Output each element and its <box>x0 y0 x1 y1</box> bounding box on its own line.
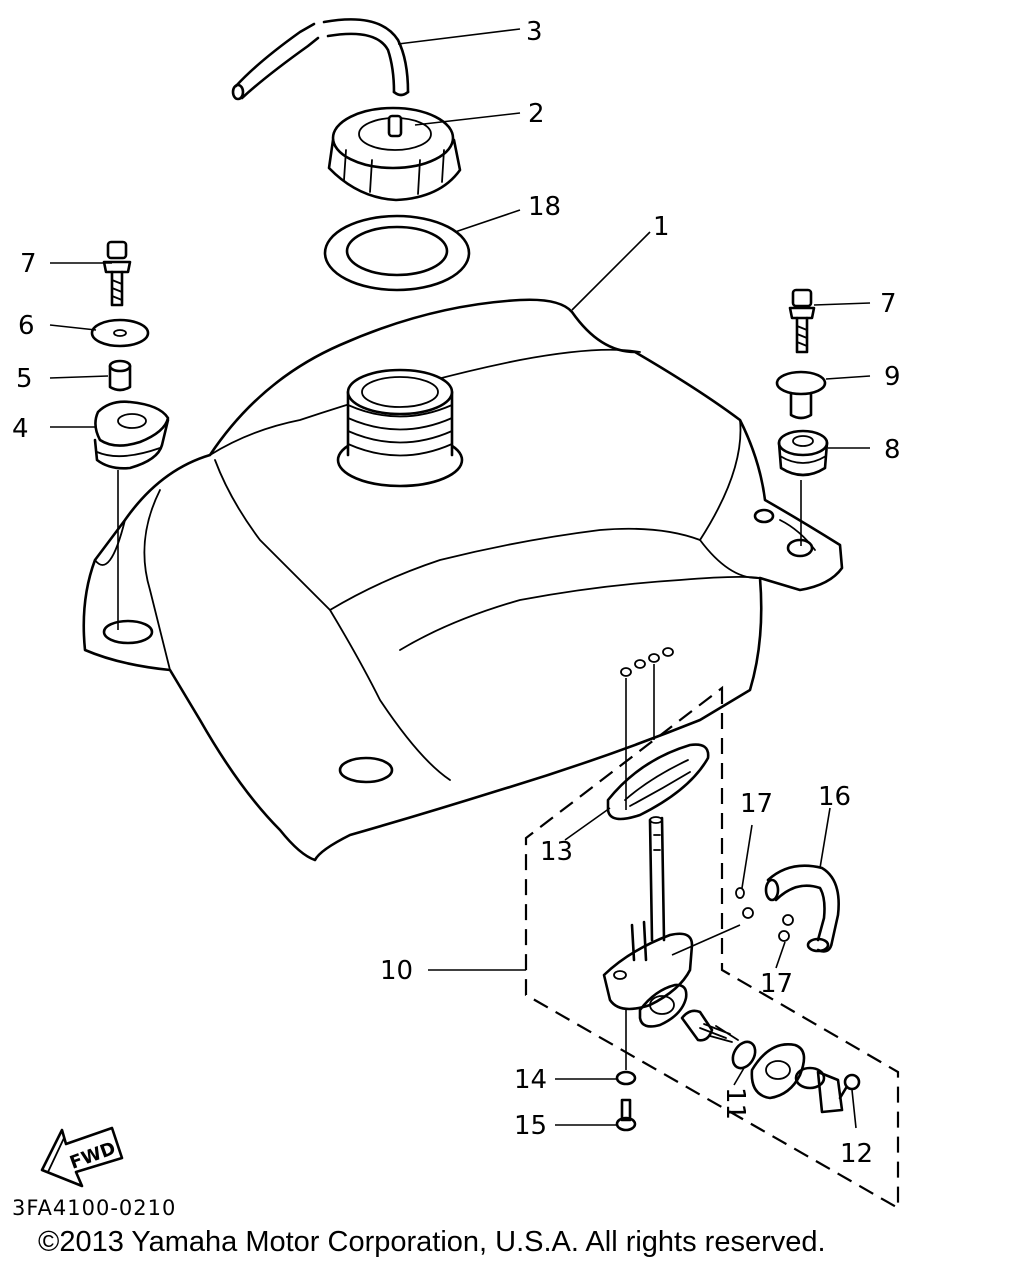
callout-9: 9 <box>884 362 901 392</box>
callout-2: 2 <box>528 99 545 129</box>
callout-13: 13 <box>540 837 573 867</box>
fuel-hose-part <box>764 864 840 953</box>
lever-plate-part <box>750 1042 806 1100</box>
fuel-tank-part <box>82 298 844 862</box>
right-mount-bolt-part <box>788 288 816 354</box>
valve-plunger-part <box>680 1009 739 1043</box>
lever-part <box>794 1066 844 1114</box>
callout-15: 15 <box>514 1111 547 1141</box>
cap-gasket-part <box>323 214 471 292</box>
callout-4: 4 <box>12 414 29 444</box>
callout-7-left: 7 <box>20 249 37 279</box>
callout-10: 10 <box>380 956 413 986</box>
callout-11: 11 <box>720 1087 750 1120</box>
callout-8: 8 <box>884 435 901 465</box>
fuel-cock-part <box>602 816 694 1028</box>
callout-6: 6 <box>18 311 35 341</box>
callout-1: 1 <box>653 212 670 242</box>
copyright-notice: ©2013 Yamaha Motor Corporation, U.S.A. A… <box>38 1226 826 1258</box>
drain-washer-part <box>615 1070 637 1086</box>
callout-14: 14 <box>514 1065 547 1095</box>
breather-hose-part <box>231 18 410 101</box>
callout-17-bottom: 17 <box>760 969 793 999</box>
callout-3: 3 <box>526 17 543 47</box>
callout-5: 5 <box>16 364 33 394</box>
left-collar-part <box>108 359 132 392</box>
left-grommet-part <box>93 400 170 470</box>
lever-screw-part <box>838 1073 861 1100</box>
callout-12: 12 <box>840 1139 873 1169</box>
drawing-code: 3FA4100-0210 <box>12 1196 177 1220</box>
fuel-cock-gasket-part <box>606 743 710 821</box>
callout-16: 16 <box>818 782 851 812</box>
callout-18: 18 <box>528 192 561 222</box>
left-washer-part <box>90 318 150 348</box>
fwd-label: FWD <box>67 1138 118 1174</box>
forward-direction-arrow: FWD <box>40 1126 124 1188</box>
right-grommet-part <box>777 429 829 477</box>
left-mount-bolt-part <box>102 240 132 307</box>
callout-7-right: 7 <box>880 289 897 319</box>
hose-clip-parts <box>735 887 794 942</box>
valve-o-ring-part <box>731 1040 757 1070</box>
fuel-cock-assembly-box <box>524 685 900 1210</box>
drain-screw-part <box>615 1098 637 1132</box>
fuel-cap-part <box>327 106 462 202</box>
right-collar-part <box>775 370 827 420</box>
callout-17-top: 17 <box>740 789 773 819</box>
tank-screw-holes <box>620 647 674 677</box>
